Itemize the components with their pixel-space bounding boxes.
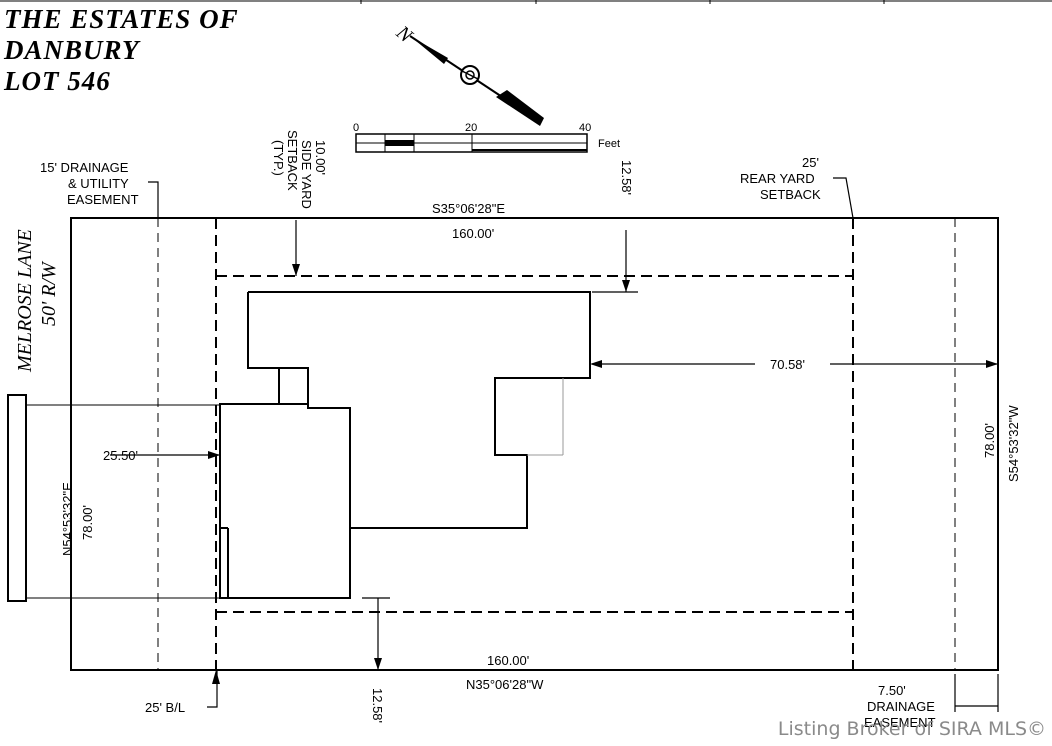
right-distance: 78.00' <box>982 423 997 458</box>
dim-top-setback: 12.58' <box>619 160 634 195</box>
lot-boundary <box>70 217 999 671</box>
svg-text:(TYP.): (TYP.) <box>271 140 286 176</box>
svg-text:SETBACK: SETBACK <box>760 187 821 202</box>
rear-drainage-easement-label: 7.50' DRAINAGE EASEMENT <box>864 683 936 730</box>
building-line-label: 25' B/L <box>145 700 185 715</box>
svg-text:10.00': 10.00' <box>313 140 328 175</box>
mls-watermark: Listing Broker of SIRA MLS© <box>777 718 1046 740</box>
bottom-distance: 160.00' <box>487 653 529 668</box>
leader-lines <box>110 177 999 712</box>
bottom-bearing: N35°06'28"W <box>466 677 544 692</box>
street-name: MELROSE LANE <box>14 229 36 373</box>
svg-text:25': 25' <box>802 155 819 170</box>
left-distance: 78.00' <box>80 505 95 540</box>
easement-label: 15' DRAINAGE & UTILITY EASEMENT <box>40 160 139 207</box>
svg-text:15' DRAINAGE: 15' DRAINAGE <box>40 160 129 175</box>
svg-text:REAR YARD: REAR YARD <box>740 171 815 186</box>
scale-bar: 0 20 40 Feet <box>353 122 620 153</box>
svg-text:SETBACK: SETBACK <box>285 130 300 191</box>
arrowheads <box>208 264 998 684</box>
svg-text:7.50': 7.50' <box>878 683 906 698</box>
dim-bottom-setback: 12.58' <box>370 688 385 723</box>
house-footprint <box>219 291 591 599</box>
garage-detail <box>527 378 564 456</box>
title-line-1: THE ESTATES OF <box>4 4 239 34</box>
svg-text:SIDE YARD: SIDE YARD <box>299 140 314 209</box>
easement-lines <box>157 218 956 670</box>
side-yard-setback-label: 10.00' SIDE YARD SETBACK (TYP.) <box>271 130 328 209</box>
scale-tick-0: 0 <box>353 122 359 134</box>
setback-lines <box>215 218 854 670</box>
svg-text:DRAINAGE: DRAINAGE <box>867 699 935 714</box>
left-bearing: N54°53'32"E <box>60 482 75 556</box>
rear-yard-setback-label: 25' REAR YARD SETBACK <box>740 155 821 202</box>
svg-text:& UTILITY: & UTILITY <box>68 176 129 191</box>
scale-unit: Feet <box>598 138 620 150</box>
top-border <box>0 0 1052 4</box>
scale-tick-20: 20 <box>465 122 477 134</box>
scale-tick-40: 40 <box>579 122 591 134</box>
title-line-2: DANBURY <box>4 35 140 65</box>
right-bearing: S54°53'32"W <box>1006 405 1021 482</box>
svg-text:EASEMENT: EASEMENT <box>864 715 936 730</box>
dim-front: 25.50' <box>103 448 138 463</box>
svg-text:EASEMENT: EASEMENT <box>67 192 139 207</box>
north-label: N <box>391 21 417 48</box>
top-distance: 160.00' <box>452 226 494 241</box>
street-row: 50' R/W <box>38 260 60 326</box>
dim-rear: 70.58' <box>770 357 805 372</box>
north-arrow-icon: N <box>391 21 544 126</box>
street-right-of-way <box>7 394 220 602</box>
top-bearing: S35°06'28"E <box>432 201 505 216</box>
title-line-3: LOT 546 <box>4 66 111 96</box>
